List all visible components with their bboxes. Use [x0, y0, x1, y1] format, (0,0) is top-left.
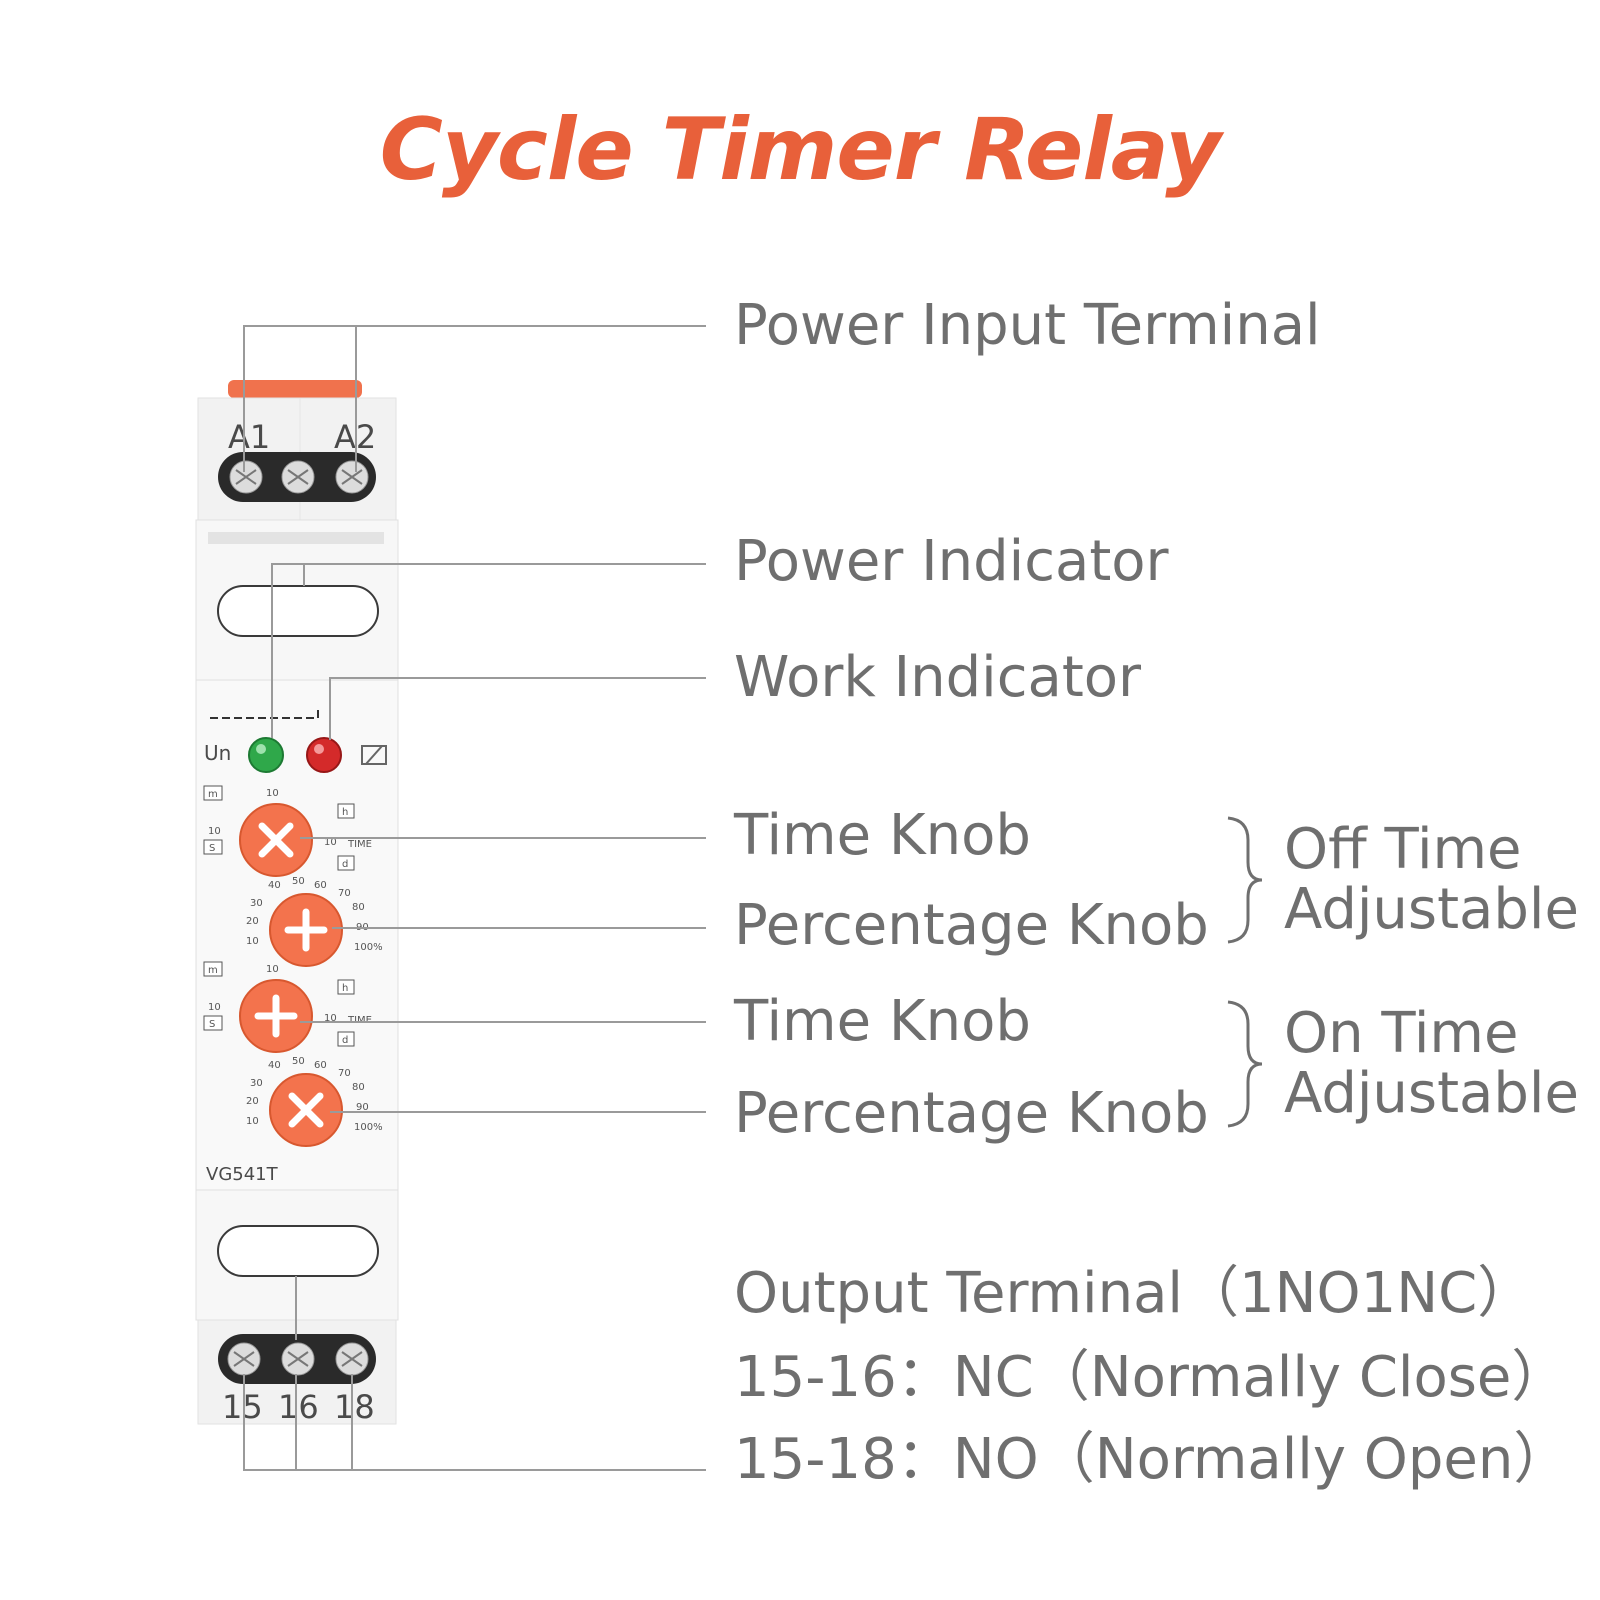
- model-number: VG541T: [206, 1164, 279, 1185]
- percentage-knob-2: 10 20 30 40 50 60 70 80 90 100%: [246, 1056, 383, 1147]
- screw-terminal-icon: [335, 460, 369, 494]
- label-power-indicator: Power Indicator: [734, 529, 1169, 594]
- svg-text:h: h: [342, 807, 348, 818]
- label-off-time-adjustable: Adjustable: [1284, 877, 1579, 942]
- indicator-label-un: Un: [204, 741, 231, 765]
- terminal-18: 18: [334, 1388, 375, 1426]
- svg-text:10: 10: [246, 1116, 259, 1127]
- svg-text:20: 20: [246, 1096, 259, 1107]
- svg-text:50: 50: [292, 1056, 305, 1067]
- svg-text:100%: 100%: [354, 942, 383, 953]
- label-no-contact: 15-18：NO（Normally Open）: [734, 1427, 1570, 1492]
- power-led-icon: [248, 737, 284, 773]
- label-time-knob-2: Time Knob: [734, 989, 1031, 1054]
- screw-terminal-icon: [227, 1342, 261, 1376]
- svg-text:10: 10: [266, 788, 279, 799]
- svg-text:10: 10: [246, 936, 259, 947]
- svg-text:10: 10: [266, 964, 279, 975]
- label-on-time: On Time: [1284, 1001, 1519, 1066]
- svg-text:40: 40: [268, 1060, 281, 1071]
- label-output-terminal: Output Terminal（1NO1NC）: [734, 1261, 1534, 1326]
- work-led-icon: [306, 737, 342, 773]
- svg-text:S: S: [209, 843, 215, 854]
- unit-box-h: h: [337, 979, 355, 995]
- svg-text:80: 80: [352, 902, 365, 913]
- unit-box-s: S: [203, 839, 223, 855]
- unit-box-d: d: [337, 855, 355, 871]
- brace-icon: [1227, 816, 1263, 944]
- din-clip: [228, 380, 362, 398]
- lower-label-window: [217, 1225, 379, 1277]
- svg-text:80: 80: [352, 1082, 365, 1093]
- unit-box-m: m: [203, 785, 223, 801]
- terminal-16: 16: [278, 1388, 319, 1426]
- brace-icon: [1227, 1000, 1263, 1128]
- leader-power-indicator: [271, 563, 706, 738]
- leader-output-terminals: [243, 1374, 706, 1471]
- screw-terminal-icon: [229, 460, 263, 494]
- page-title: Cycle Timer Relay: [379, 100, 1222, 200]
- screw-terminal-icon: [281, 460, 315, 494]
- leader-lines: [243, 325, 706, 1471]
- unit-box-h: h: [337, 803, 355, 819]
- label-work-indicator: Work Indicator: [734, 645, 1142, 710]
- svg-text:TIME: TIME: [347, 839, 372, 850]
- svg-text:10: 10: [324, 837, 337, 848]
- label-off-time: Off Time: [1284, 817, 1522, 882]
- label-percentage-knob-2: Percentage Knob: [734, 1081, 1209, 1146]
- label-nc-contact: 15-16：NC（Normally Close）: [734, 1345, 1568, 1410]
- svg-text:30: 30: [250, 1078, 263, 1089]
- svg-text:10: 10: [208, 1002, 221, 1013]
- svg-text:m: m: [208, 789, 218, 800]
- svg-text:S: S: [209, 1019, 215, 1030]
- leader-power-input: [243, 325, 706, 472]
- upper-label-window: [217, 585, 379, 637]
- svg-text:70: 70: [338, 888, 351, 899]
- svg-text:d: d: [342, 859, 348, 870]
- svg-text:m: m: [208, 965, 218, 976]
- svg-text:100%: 100%: [354, 1122, 383, 1133]
- terminal-15: 15: [222, 1388, 263, 1426]
- unit-box-m: m: [203, 961, 223, 977]
- svg-text:30: 30: [250, 898, 263, 909]
- svg-text:70: 70: [338, 1068, 351, 1079]
- svg-text:40: 40: [268, 880, 281, 891]
- svg-text:60: 60: [314, 1060, 327, 1071]
- unit-box-d: d: [337, 1031, 355, 1047]
- screw-terminal-icon: [335, 1342, 369, 1376]
- time-knob-1: 10 10 10 TIME: [208, 788, 372, 877]
- relay-symbol-icon: [361, 745, 387, 765]
- svg-text:20: 20: [246, 916, 259, 927]
- terminal-a1: A1: [228, 418, 270, 456]
- label-on-time-adjustable: Adjustable: [1284, 1061, 1579, 1126]
- leader-work-indicator: [329, 677, 706, 740]
- svg-text:TIME: TIME: [347, 1015, 372, 1026]
- svg-text:d: d: [342, 1035, 348, 1046]
- label-percentage-knob-1: Percentage Knob: [734, 893, 1209, 958]
- time-knob-2: 10 10 10 TIME: [208, 964, 372, 1053]
- screw-terminal-icon: [281, 1342, 315, 1376]
- svg-text:90: 90: [356, 1102, 369, 1113]
- svg-text:10: 10: [324, 1013, 337, 1024]
- svg-text:10: 10: [208, 826, 221, 837]
- label-time-knob-1: Time Knob: [734, 803, 1031, 868]
- label-power-input-terminal: Power Input Terminal: [734, 293, 1321, 358]
- svg-text:60: 60: [314, 880, 327, 891]
- svg-text:h: h: [342, 983, 348, 994]
- svg-text:50: 50: [292, 876, 305, 887]
- unit-box-s: S: [203, 1015, 223, 1031]
- relay-device: A1 A2 Un m h: [195, 380, 399, 1426]
